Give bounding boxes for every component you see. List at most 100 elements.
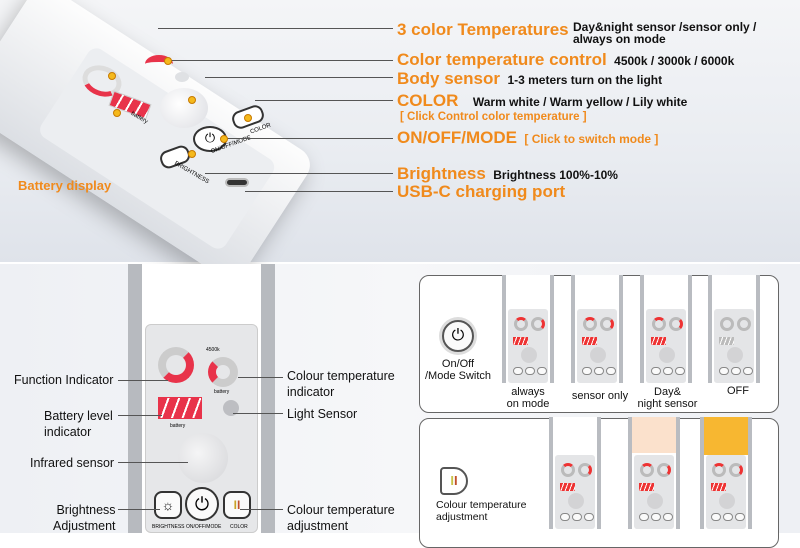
color-text: COLOR — [230, 524, 248, 530]
text-part — [727, 347, 743, 363]
text-part — [583, 317, 597, 331]
text-part — [651, 337, 666, 345]
text-part — [555, 455, 595, 529]
feature-onoff-mode: ON/OFF/MODE [ Click to switch mode ] — [397, 128, 658, 148]
color-button[interactable]: II — [223, 491, 251, 519]
mode-sensor-only-device — [571, 275, 623, 383]
mode-day-night-device — [640, 275, 692, 383]
color-temp-indicator-icon — [208, 357, 238, 387]
text-part: I — [237, 498, 241, 512]
text-part — [582, 367, 616, 375]
text-part: Day&night sensor /sensor only / — [573, 20, 757, 34]
text-part — [743, 367, 753, 375]
text-part: always — [511, 386, 545, 398]
text-part — [560, 513, 594, 521]
text-part: Day& — [654, 386, 681, 398]
text-part — [561, 463, 575, 477]
text-part — [719, 493, 735, 509]
text-part: [ Click to switch mode ] — [524, 132, 659, 146]
text-part — [719, 337, 734, 345]
callout-line — [245, 191, 393, 192]
feature-overview: battery ⏻ BRIGHTNESS ON/OFF/MODE COLOR B… — [0, 0, 800, 286]
onoff-text: ON/OFF/MODE — [186, 524, 222, 530]
battery-label: battery — [170, 423, 186, 429]
mode-always-on-device — [502, 275, 554, 383]
mode-label-sensor-only: sensor only — [565, 390, 635, 402]
text-part: Color temperature control — [397, 50, 607, 69]
text-part — [719, 367, 729, 375]
text-part — [711, 513, 745, 521]
callout-dot-icon — [113, 109, 121, 117]
text-part: indicator — [44, 425, 92, 439]
power-button[interactable]: ⏻ — [193, 126, 227, 152]
text-part — [651, 367, 685, 375]
text-part — [606, 367, 616, 375]
text-part: On/Off — [441, 358, 475, 370]
brightness-button[interactable]: ☼ — [154, 491, 182, 519]
text-part: [ Click Control color temperature ] — [400, 111, 587, 123]
callout-line — [118, 462, 188, 463]
text-part — [729, 463, 743, 477]
text-part — [735, 513, 745, 521]
brightness-text: BRIGHTNESS — [152, 524, 185, 530]
battery-text: battery — [214, 389, 230, 395]
callout-line — [233, 413, 283, 414]
infrared-sensor-label: Infrared sensor — [30, 456, 115, 470]
light-sensor-icon — [175, 72, 189, 82]
text-part: adjustment — [436, 511, 488, 523]
text-part — [634, 455, 674, 529]
color-temp-indicator-icon — [145, 55, 173, 73]
infrared-sensor-icon — [178, 433, 228, 483]
feature-body-sensor: Body sensor 1-3 meters turn on the light — [397, 69, 662, 89]
text-part: always on mode — [573, 32, 666, 46]
text-part — [711, 483, 726, 491]
feature-brightness: Brightness Brightness 100%-10% — [397, 164, 618, 184]
text-part: Adjustment — [53, 519, 116, 533]
text-part — [600, 317, 614, 331]
color-button-icon: II — [440, 467, 468, 495]
text-part: I — [450, 473, 454, 488]
text-part: Colour temperature — [287, 369, 395, 383]
callout-line — [158, 28, 393, 29]
text-part: Battery level — [44, 409, 113, 423]
text-part — [639, 513, 649, 521]
text-part: Brightness — [397, 164, 486, 183]
mode-label-off: OFF — [708, 385, 768, 397]
body-sensor-icon — [160, 88, 208, 128]
text-part — [675, 367, 685, 375]
text-part — [651, 367, 661, 375]
text-part — [572, 513, 582, 521]
text-part — [719, 367, 753, 375]
text-part — [657, 463, 671, 477]
text-part — [663, 513, 673, 521]
text-part — [712, 463, 726, 477]
callout-dot-icon — [188, 150, 196, 158]
light-sensor-label: Light Sensor — [287, 407, 358, 421]
text-part: II — [233, 498, 241, 512]
text-part: on mode — [506, 398, 550, 410]
text-part — [737, 317, 751, 331]
text-part — [640, 463, 654, 477]
text-part: OFF — [727, 385, 749, 397]
feature-usb-c: USB-C charging port — [397, 182, 565, 202]
text-part: Colour temperature — [287, 503, 395, 517]
text-part — [646, 309, 686, 383]
text-part: 1-3 meters turn on the light — [507, 73, 663, 87]
text-part — [508, 309, 548, 383]
text-part — [513, 367, 523, 375]
callout-line — [118, 509, 160, 510]
text-part — [594, 367, 604, 375]
callout-line — [118, 380, 168, 381]
text-part — [714, 309, 754, 383]
feature-color-temp-control: Color temperature control 4500k / 3000k … — [397, 50, 734, 70]
callout-dot-icon — [244, 114, 252, 122]
text-part — [720, 317, 734, 331]
text-part: Brightness — [56, 503, 116, 517]
mode-off-device — [708, 275, 760, 383]
callout-line — [255, 100, 393, 101]
text-part — [659, 347, 675, 363]
power-button[interactable]: ⏻ — [185, 487, 219, 521]
